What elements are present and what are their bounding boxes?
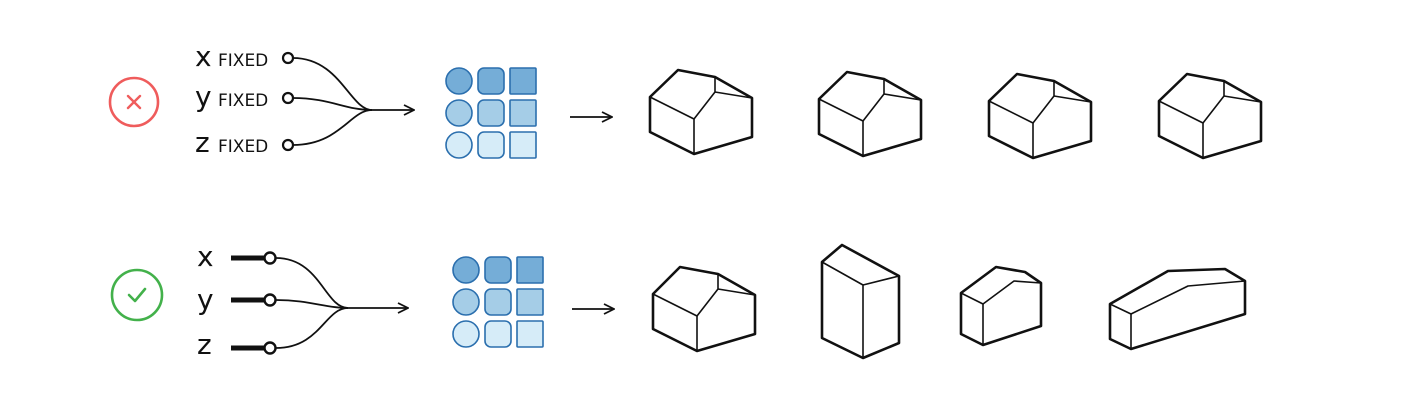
row-correct: x y z [110, 240, 1247, 361]
check-icon [127, 287, 147, 303]
grid-square-icon [516, 320, 544, 348]
output-house-2 [817, 70, 923, 158]
shape-grid-icon [445, 67, 537, 159]
variable-z-fixed-tag: FIXED [218, 137, 268, 157]
variable-y-label: y [197, 283, 214, 316]
status-cross-badge [108, 76, 160, 128]
output-house-3 [987, 72, 1093, 160]
cross-icon [126, 94, 142, 110]
grid-rounded-square-icon [477, 99, 505, 127]
variable-z-label: z [197, 328, 212, 361]
output-house [651, 265, 757, 353]
grid-rounded-square-icon [477, 67, 505, 95]
variable-z-label: z [195, 126, 210, 159]
row-incorrect: x FIXED y FIXED z FIXED [108, 40, 1263, 160]
grid-square-icon [509, 131, 537, 159]
variable-x-label: x [197, 240, 214, 273]
grid-circle-icon [445, 67, 473, 95]
variable-x-label: x [195, 40, 212, 73]
input-merge-connector [231, 251, 408, 355]
output-house-4 [1157, 72, 1263, 160]
output-long-slab [1108, 267, 1247, 351]
grid-circle-icon [452, 256, 480, 284]
input-merge-connector [281, 51, 414, 152]
check-icon-circle [110, 268, 164, 322]
shape-grid-icon [452, 256, 544, 348]
status-check-badge [110, 268, 164, 322]
output-small-house [959, 265, 1043, 347]
grid-square-icon [509, 67, 537, 95]
grid-rounded-square-icon [477, 131, 505, 159]
grid-circle-icon [445, 99, 473, 127]
grid-square-icon [516, 256, 544, 284]
grid-rounded-square-icon [484, 320, 512, 348]
output-tall-box [820, 243, 901, 360]
output-house-1 [648, 68, 754, 156]
grid-rounded-square-icon [484, 288, 512, 316]
cross-icon-circle [108, 76, 160, 128]
grid-circle-icon [452, 320, 480, 348]
variable-y-fixed-tag: FIXED [218, 91, 268, 111]
variable-x-fixed-tag: FIXED [218, 51, 268, 71]
grid-circle-icon [445, 131, 473, 159]
grid-circle-icon [452, 288, 480, 316]
variable-y-label: y [195, 80, 212, 113]
grid-square-icon [516, 288, 544, 316]
grid-square-icon [509, 99, 537, 127]
grid-rounded-square-icon [484, 256, 512, 284]
